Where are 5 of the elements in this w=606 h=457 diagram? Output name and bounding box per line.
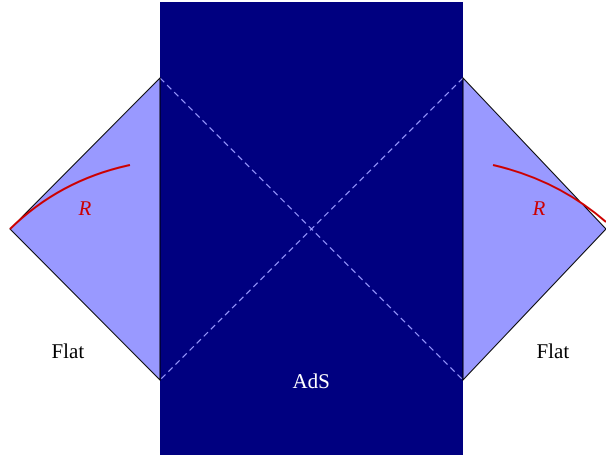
region-label: Flat [52,340,84,362]
region-label: Flat [536,340,570,362]
symbol-label: R [78,198,92,218]
region-label: AdS [292,370,330,392]
symbol-label: R [532,198,546,218]
